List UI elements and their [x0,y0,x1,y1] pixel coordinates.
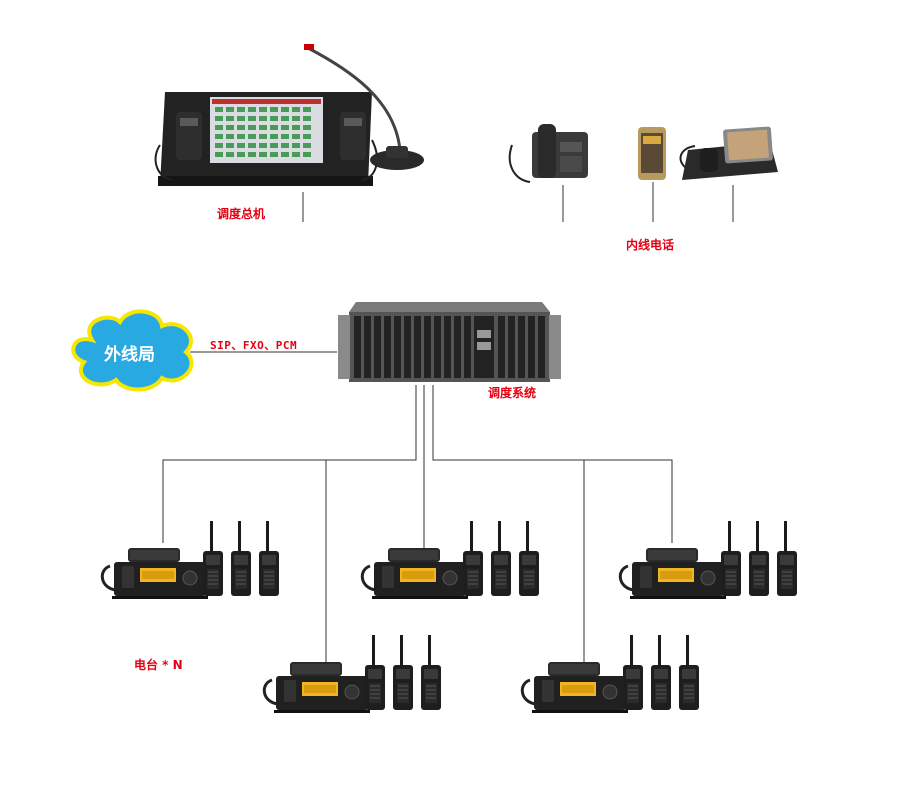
walkie-talkie-icon [364,634,386,711]
walkie-talkie-icon [678,634,700,711]
radio-cluster-4 [262,634,442,715]
radio-cluster-2 [360,520,540,601]
walkie-talkie-icon [258,520,280,597]
radio-station-icon [262,660,372,715]
radio-station-icon [360,546,470,601]
radio-count-label: 电台 * N [134,658,183,672]
dispatch-console-icon [154,44,424,186]
mobile-phone-icon [638,127,666,180]
connection-lines [162,182,734,668]
outside-line-cloud-icon [71,309,194,392]
walkie-talkie-icon [518,520,540,597]
rack-server-icon [338,302,561,382]
walkie-talkie-icon [650,634,672,711]
walkie-talkie-icon [462,520,484,597]
walkie-talkie-icon [720,520,742,597]
walkie-talkie-icon [420,634,442,711]
radio-station-icon [100,546,210,601]
walkie-talkie-icon [490,520,512,597]
video-phone-icon [679,126,778,180]
walkie-talkie-icon [748,520,770,597]
console-label: 调度总机 [217,207,266,221]
dispatch-system-label: 调度系统 [488,386,537,400]
radio-station-icon [618,546,728,601]
radio-station-icon [520,660,630,715]
walkie-talkie-icon [230,520,252,597]
outside-line-label: 外线局 [104,345,155,365]
radio-cluster-5 [520,634,700,715]
desk-phone-icon [508,124,588,183]
protocols-label: SIP、FXO、PCM [210,339,298,352]
radio-cluster-1 [100,520,280,601]
walkie-talkie-icon [392,634,414,711]
walkie-talkie-icon [202,520,224,597]
internal-phone-label: 内线电话 [626,238,675,252]
radio-cluster-3 [618,520,798,601]
walkie-talkie-icon [622,634,644,711]
walkie-talkie-icon [776,520,798,597]
